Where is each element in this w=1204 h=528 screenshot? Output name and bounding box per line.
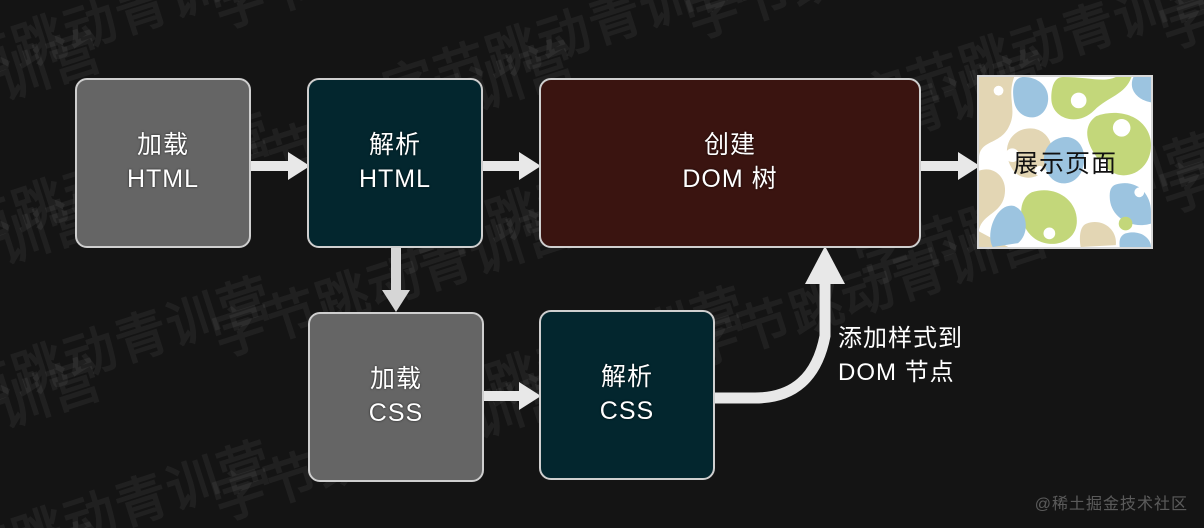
- arrow-load-html-to-parse-html: [248, 152, 310, 180]
- node-parse-html-line1: 解析: [368, 131, 421, 160]
- node-create-dom-line1: 创建: [703, 131, 756, 160]
- node-load-html[interactable]: 加载 HTML: [75, 78, 251, 248]
- watermark-text: 字节跳动青训营: [0, 350, 111, 523]
- watermark-text: 字节跳动青训营: [680, 0, 1057, 51]
- curved-arrow-label: 添加样式到 DOM 节点: [838, 322, 963, 389]
- node-load-css[interactable]: 加载 CSS: [308, 312, 484, 482]
- watermark-text: 字节跳动青训营: [206, 0, 583, 40]
- node-load-html-line1: 加载: [136, 131, 189, 160]
- node-create-dom-line2: DOM 树: [682, 165, 778, 193]
- arrow-load-css-to-parse-css: [479, 382, 541, 410]
- watermark-text: 字节跳动青训营: [1153, 52, 1204, 225]
- credit-watermark: @稀土掘金技术社区: [1034, 496, 1188, 513]
- arrow-parse-html-to-create-dom: [479, 152, 541, 180]
- watermark-text: 字节跳动青训营: [0, 514, 110, 528]
- watermark-text: 字节跳动青训营: [0, 0, 110, 30]
- node-render-page-label: 展示页面: [1012, 150, 1117, 178]
- arrow-parse-html-to-load-css: [382, 248, 410, 312]
- page-preview-illustration: [979, 77, 1151, 247]
- node-parse-css-line2: CSS: [599, 397, 655, 425]
- curved-arrow-label-line1: 添加样式到: [838, 325, 963, 352]
- node-parse-html-line2: HTML: [358, 165, 432, 193]
- node-load-html-line2: HTML: [126, 165, 200, 193]
- node-parse-css-line1: 解析: [600, 363, 653, 392]
- node-render-page[interactable]: 展示页面: [977, 75, 1153, 249]
- watermark-text: 字节跳动青训营: [1154, 0, 1204, 61]
- node-load-css-line1: 加载: [369, 365, 422, 394]
- watermark-text: 字节跳动青训营: [0, 268, 281, 441]
- node-load-css-line2: CSS: [368, 399, 424, 427]
- watermark-text: 字节跳动青训营: [0, 432, 281, 528]
- node-create-dom[interactable]: 创建 DOM 树: [539, 78, 921, 248]
- node-parse-css[interactable]: 解析 CSS: [539, 310, 715, 480]
- curved-arrow-label-line2: DOM 节点: [838, 358, 955, 386]
- node-parse-html[interactable]: 解析 HTML: [307, 78, 483, 248]
- arrow-create-dom-to-render-page: [918, 152, 980, 180]
